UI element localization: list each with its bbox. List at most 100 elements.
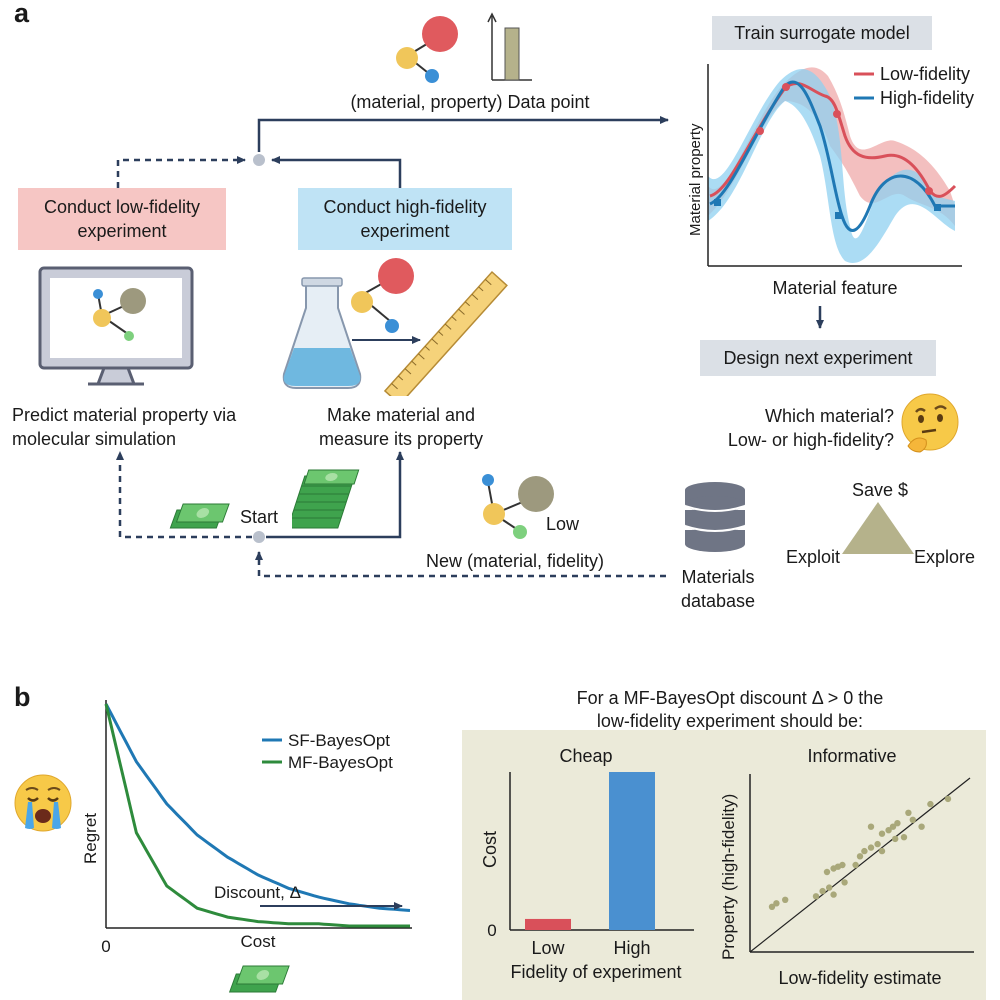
- mf-bayesopt-line: [104, 703, 410, 928]
- new-material-molecule: [482, 474, 554, 539]
- panel-a-letter: a: [14, 0, 30, 28]
- surrogate-xlabel: Material feature: [772, 278, 897, 298]
- cheap-title: Cheap: [559, 746, 612, 766]
- low-fidelity-point: [925, 187, 933, 195]
- money-icon-cost: [228, 965, 290, 993]
- exploit-label: Exploit: [786, 547, 841, 567]
- scatter-point: [944, 795, 952, 803]
- molecule-yellow-atom: [351, 291, 373, 313]
- legend-high-fidelity: High-fidelity: [880, 88, 974, 108]
- surrogate-ylabel: Material property: [687, 123, 704, 236]
- start-label: Start: [240, 507, 279, 527]
- scatter-point: [841, 879, 848, 886]
- train-surrogate-box: Train surrogate model: [712, 16, 932, 50]
- low-fidelity-point: [782, 83, 790, 91]
- scatter-ylabel: Property (high-fidelity): [719, 794, 738, 960]
- high-fidelity-point: [835, 212, 842, 219]
- cost-y-tick-0: 0: [487, 921, 496, 940]
- regret-ylabel: Regret: [81, 813, 100, 864]
- high-fidelity-box: Conduct high-fidelity experiment: [298, 188, 512, 250]
- low-fidelity-point: [833, 110, 841, 118]
- new-material-fidelity-label: New (material, fidelity): [426, 551, 605, 571]
- bar-label-low: Low: [531, 938, 565, 958]
- cost-ylabel: Cost: [480, 831, 500, 868]
- design-next-experiment-box: Design next experiment: [700, 340, 936, 376]
- scatter-point: [892, 835, 899, 843]
- scatter-point: [830, 891, 837, 898]
- molecule-yellow-atom: [396, 47, 418, 69]
- low-fidelity-point: [756, 127, 764, 135]
- scatter-point: [782, 896, 789, 903]
- molecule-blue-atom: [425, 69, 439, 83]
- high-fidelity-point: [934, 204, 941, 211]
- low-label: Low: [546, 514, 580, 534]
- datapoint-bar: [504, 27, 520, 81]
- panel-a-connectors: [116, 116, 824, 578]
- scatter-point: [768, 903, 776, 910]
- scatter-point: [852, 861, 859, 869]
- scatter-points: [768, 795, 952, 910]
- data-point-label: (material, property) Data point: [350, 92, 590, 112]
- regret-chart: Discount, Δ SF-BayesOpt MF-BayesOpt Regr…: [81, 700, 412, 956]
- lab-graphic: [282, 258, 508, 396]
- scatter-point: [900, 834, 908, 841]
- scatter-point: [819, 887, 826, 895]
- surrogate-chart: Low-fidelity High-fidelity Material prop…: [687, 64, 974, 298]
- database-icon: [684, 482, 746, 552]
- scatter-point: [918, 823, 925, 830]
- informative-title: Informative: [807, 746, 896, 766]
- scatter-point: [909, 816, 916, 823]
- question-which-material: Which material?: [764, 406, 894, 426]
- crying-face-icon: [14, 774, 72, 832]
- scatter-point: [812, 893, 820, 900]
- discount-label: Discount, Δ: [214, 883, 301, 902]
- scatter-point: [773, 900, 780, 907]
- money-stack-large-icon: [292, 469, 360, 529]
- thinking-face-icon: [901, 393, 959, 453]
- cost-bar-chart: Cheap Cost 0 Low High Fidelity of experi…: [480, 746, 694, 982]
- informative-scatter-chart: Informative Property (high-fidelity) Low…: [719, 746, 974, 988]
- scatter-point: [878, 847, 886, 855]
- regret-xlabel: Cost: [241, 932, 276, 951]
- scatter-point: [867, 844, 875, 851]
- scatter-point: [878, 830, 886, 837]
- legend-mf-bayesopt: MF-BayesOpt: [288, 753, 393, 772]
- start-node: [253, 531, 265, 543]
- scatter-point: [856, 853, 864, 860]
- make-label: Make material and measure its property: [318, 405, 484, 449]
- merge-node: [253, 154, 265, 166]
- datapoint-graphic: [396, 12, 532, 83]
- materials-database-label: Materials database: [680, 567, 756, 611]
- save-label: Save $: [852, 480, 909, 500]
- high-fidelity-line: [709, 80, 955, 232]
- arrow-low-to-node: [116, 156, 246, 188]
- scatter-xlabel: Low-fidelity estimate: [778, 968, 941, 988]
- scatter-point: [927, 800, 934, 808]
- low-fidelity-box: Conduct low-fidelity experiment: [18, 188, 226, 250]
- bar-low: [525, 918, 571, 930]
- panel-b-letter: b: [14, 682, 31, 712]
- legend-sf-bayesopt: SF-BayesOpt: [288, 731, 390, 750]
- high-fidelity-point: [714, 199, 721, 206]
- money-stack-small-icon: [169, 503, 230, 529]
- criteria-background: [462, 730, 986, 1000]
- scatter-point: [839, 861, 846, 869]
- scatter-point: [905, 809, 912, 816]
- question-fidelity: Low- or high-fidelity?: [727, 430, 894, 450]
- bar-label-high: High: [613, 938, 650, 958]
- molecule-red-atom: [422, 16, 458, 52]
- legend-low-fidelity: Low-fidelity: [880, 64, 970, 84]
- fidelity-xlabel: Fidelity of experiment: [510, 962, 681, 982]
- predict-label: Predict material property via molecular …: [12, 405, 237, 449]
- scatter-point: [823, 868, 831, 876]
- arrow-to-surrogate: [257, 116, 669, 152]
- arrow-start-to-high: [266, 451, 404, 539]
- monitor-icon: [38, 266, 194, 386]
- tradeoff-triangle: [842, 502, 914, 554]
- scatter-point: [889, 823, 897, 830]
- bar-high: [609, 772, 655, 930]
- arrow-high-to-node: [271, 156, 402, 188]
- explore-label: Explore: [914, 547, 976, 567]
- identity-line: [749, 777, 971, 953]
- scatter-point: [826, 884, 833, 891]
